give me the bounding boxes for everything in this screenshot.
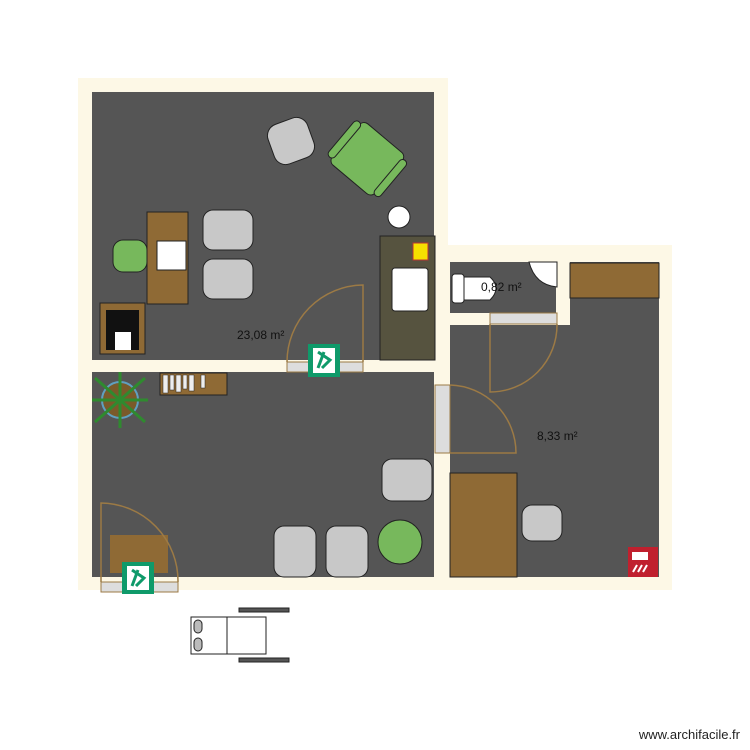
sink-icon: [391, 267, 429, 312]
green-office-chair-icon: [112, 239, 148, 273]
green-round-table-icon: [377, 519, 423, 565]
emergency-exit-sign-icon: [122, 562, 154, 594]
door-wc[interactable]: [489, 312, 558, 393]
fire-extinguisher-icon: [628, 547, 658, 577]
toilet-icon: [451, 273, 497, 304]
room-area-label-main-office: 23,08 m²: [237, 328, 285, 342]
lamp-icon: [387, 205, 411, 229]
books-icon: [162, 374, 206, 394]
plant-icon: [92, 372, 148, 428]
gray-chair-icon: [266, 116, 316, 166]
green-armchair-icon: [327, 120, 408, 198]
paper-icon: [115, 332, 131, 350]
door-right-office[interactable]: [434, 384, 517, 454]
room-area-label-right-office: 8,33 m²: [537, 429, 578, 443]
gray-armchair-icon: [325, 525, 369, 578]
emergency-exit-sign-icon: [308, 344, 340, 377]
wheelchair-icon: [190, 607, 290, 663]
corner-sink-icon: [528, 261, 558, 288]
gray-armchair-icon: [273, 525, 317, 578]
gray-armchair-icon: [381, 458, 433, 502]
laptop-icon: [156, 240, 187, 271]
cabinet: [569, 262, 660, 299]
room-area-label-wc: 0,82 m²: [481, 280, 522, 294]
gray-armchair-icon: [202, 209, 254, 251]
appliance-icon: [412, 242, 429, 261]
watermark: www.archifacile.fr: [638, 727, 740, 742]
gray-armchair-icon: [202, 258, 254, 300]
desk: [449, 472, 518, 578]
gray-chair-icon: [521, 504, 563, 542]
